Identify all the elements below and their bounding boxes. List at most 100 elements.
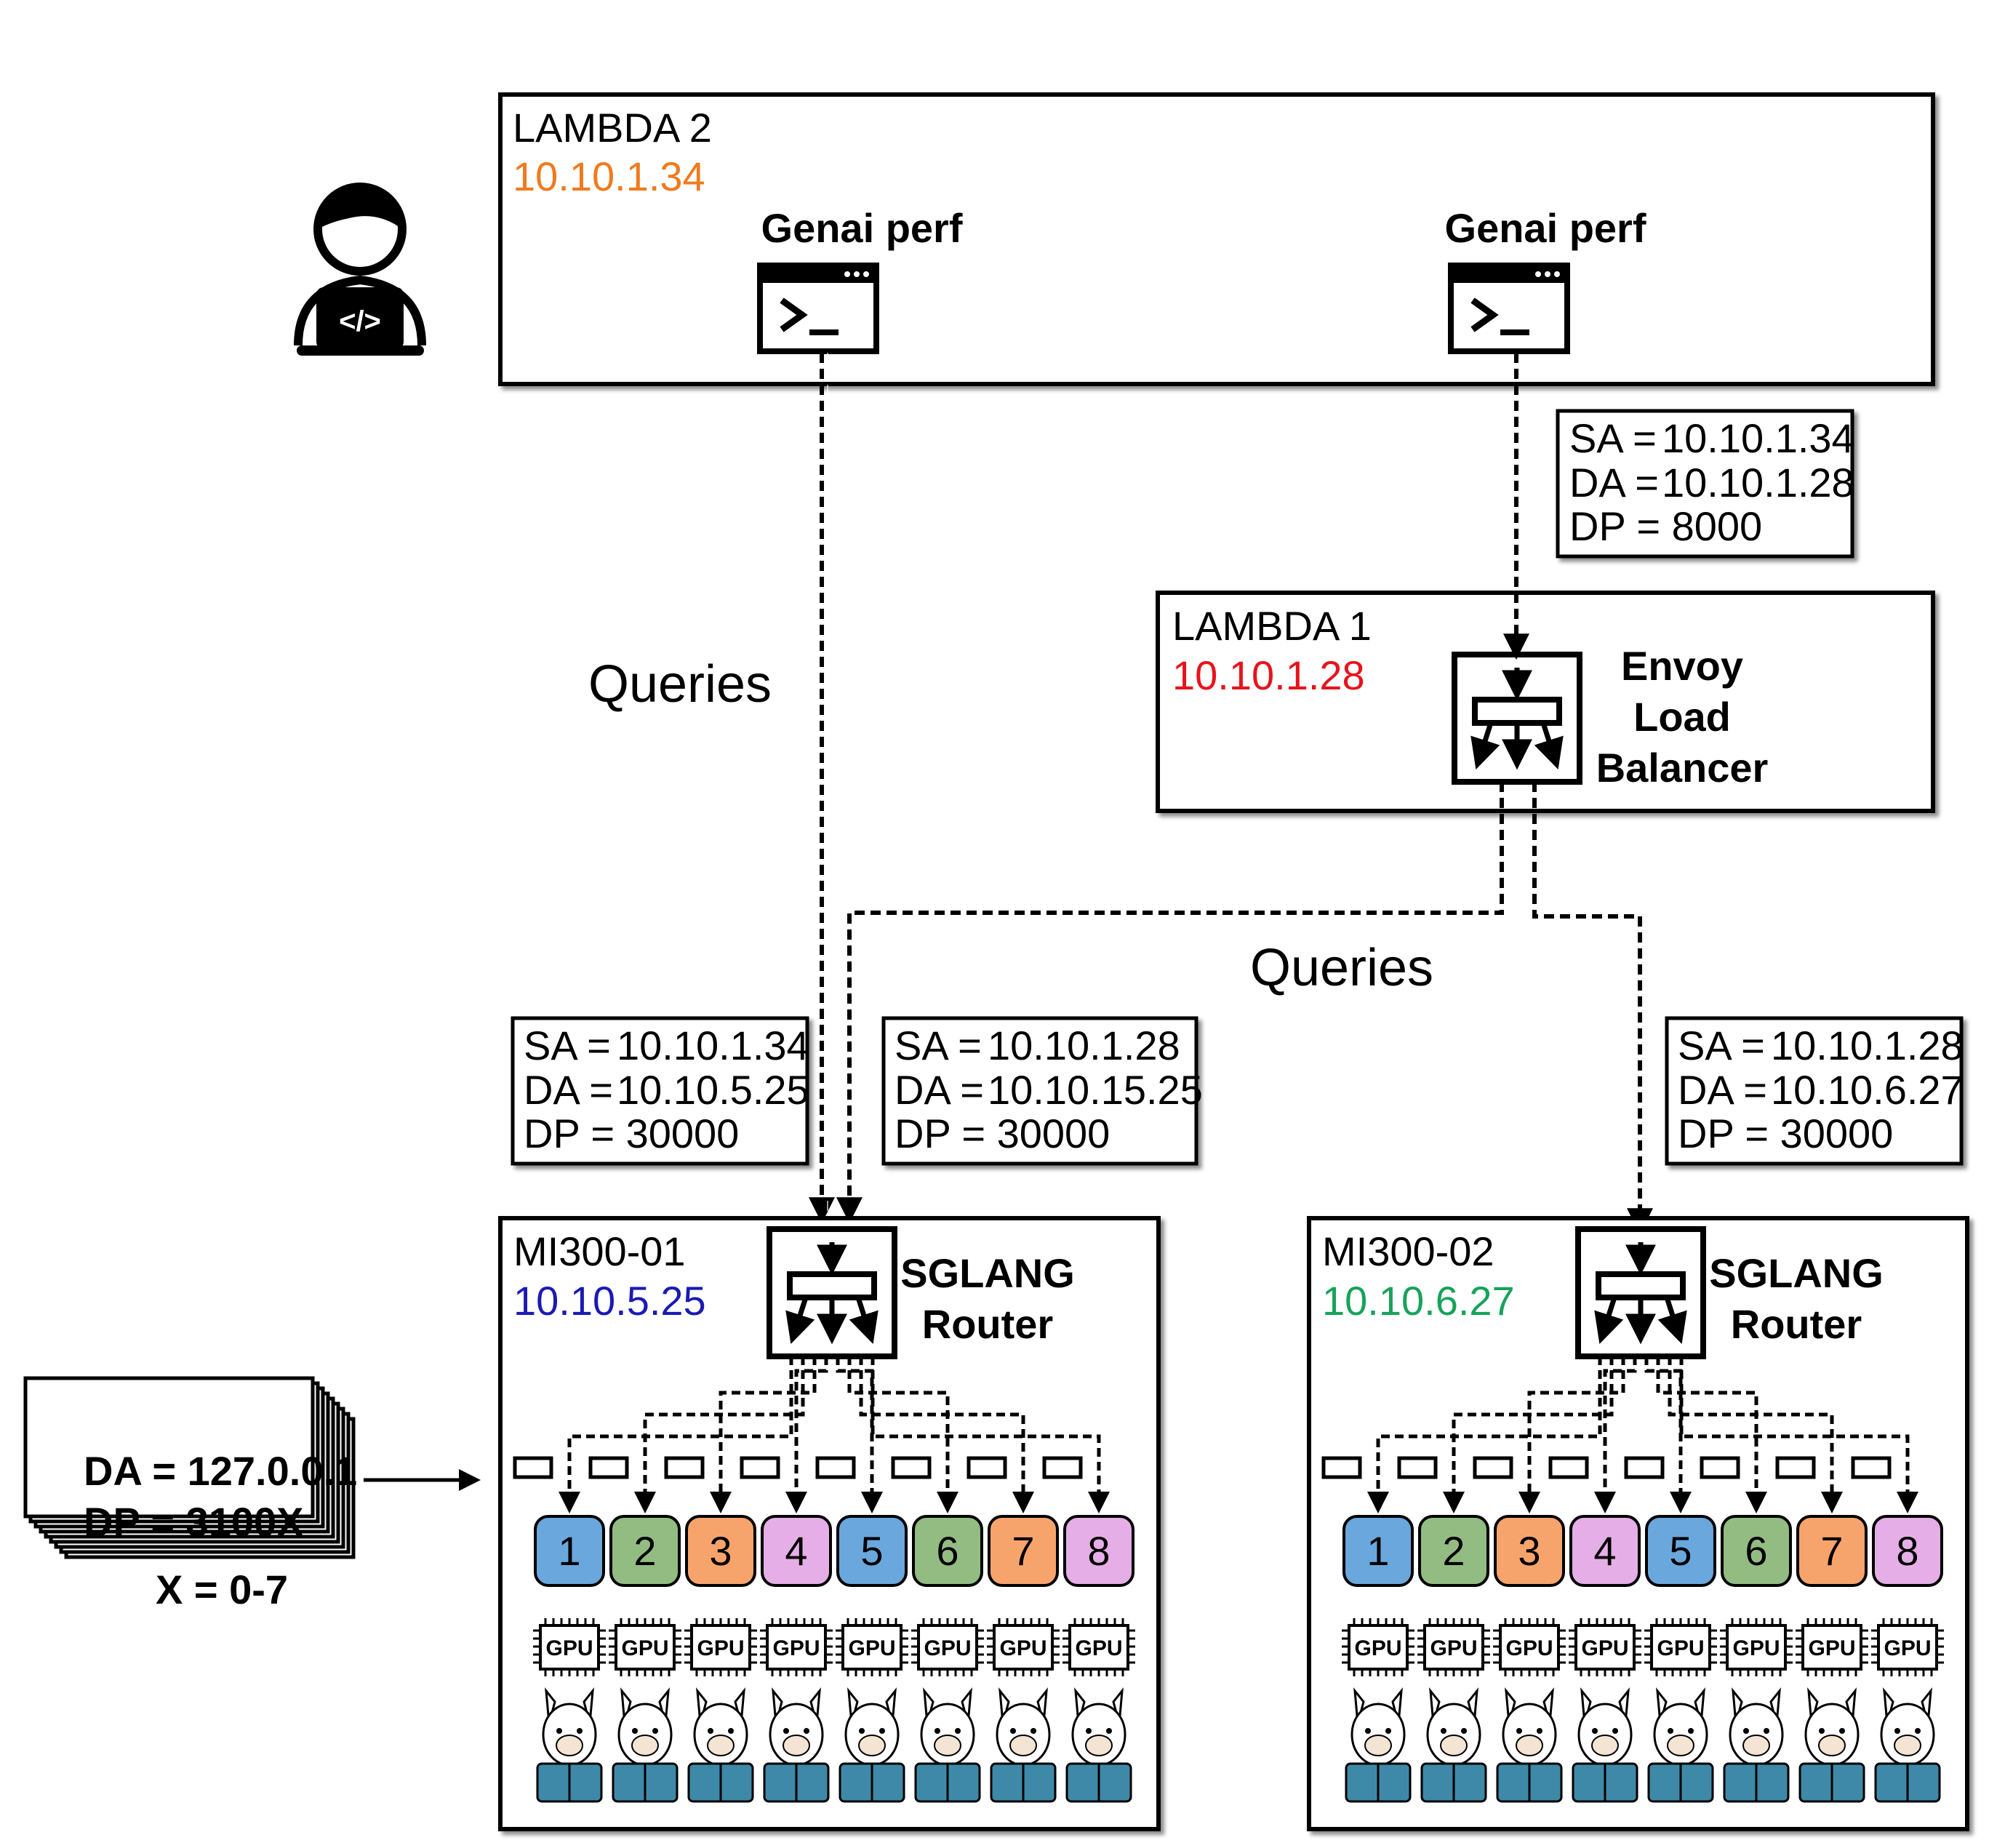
pkt-top-sa: 10.10.1.34 [1662, 415, 1854, 461]
llama-reading-icon [839, 1687, 905, 1803]
pkt-b-da-label: DA = [895, 1067, 984, 1113]
gpu-chip-icon: GPU [1417, 1618, 1490, 1676]
node-title: MI300-02 [1322, 1228, 1494, 1274]
gpu-label: GPU [772, 1636, 820, 1660]
gpu-slot-number: 6 [936, 1528, 959, 1574]
port-box [1624, 1456, 1665, 1479]
gpu-chip-icon: GPU [1342, 1618, 1414, 1676]
llama-reading-icon [612, 1687, 679, 1803]
port-box [1042, 1456, 1083, 1479]
llama-reading-icon [1496, 1687, 1563, 1803]
query-flow-lines [809, 353, 1653, 1235]
route-line [836, 1356, 883, 1513]
localhost-packet-stack [23, 1376, 356, 1559]
lb-label-line1: Envoy [1621, 643, 1743, 689]
gpu-slot [761, 1515, 832, 1587]
gpu-slot-number: 5 [1669, 1528, 1692, 1574]
gpu-chip-icon: GPU [1644, 1618, 1717, 1676]
router-label-line1: SGLANG [1709, 1250, 1884, 1296]
gpu-label: GPU [1732, 1636, 1780, 1660]
gpu-label: GPU [999, 1636, 1046, 1660]
router-icon [767, 1226, 897, 1359]
load-balancer-icon [1452, 652, 1582, 785]
gpu-label: GPU [924, 1636, 971, 1660]
gpu-chip-icon: GPU [836, 1618, 908, 1676]
svg-text:SA =: SA = [1569, 415, 1657, 461]
gpu-chip-icon: GPU [987, 1618, 1060, 1676]
gpu-slot-number: 8 [1087, 1528, 1110, 1574]
route-line [1594, 1356, 1637, 1513]
llama-reading-icon [1798, 1687, 1865, 1803]
llama-reading-icon [763, 1687, 830, 1803]
gpu-slot [1063, 1515, 1134, 1587]
stack-dp: DP = 3100X [84, 1499, 304, 1545]
stack-x-range: X = 0-7 [156, 1567, 288, 1612]
pkt-c-sa: 10.10.1.28 [1771, 1023, 1964, 1068]
gpu-chip-icon: GPU [684, 1618, 757, 1676]
pkt-a-sa: 10.10.1.34 [617, 1023, 809, 1068]
gpu-slot [1418, 1515, 1489, 1587]
gpu-slot [912, 1515, 983, 1587]
gpu-slot [534, 1515, 605, 1587]
route-line [1443, 1356, 1614, 1513]
lambda1-title: LAMBDA 1 [1172, 603, 1372, 649]
gpu-slot [836, 1515, 908, 1587]
llama-reading-icon [1345, 1687, 1412, 1803]
gpu-slot-number: 6 [1745, 1528, 1767, 1574]
gpu-slot [1494, 1515, 1565, 1587]
gpu-slot [1796, 1515, 1868, 1587]
gpu-label: GPU [1505, 1636, 1553, 1660]
gpu-label: GPU [1657, 1636, 1704, 1660]
gpu-slot [988, 1515, 1059, 1587]
gpu-label: GPU [848, 1636, 895, 1660]
packet-header-b: SA = 10.10.1.28 DA = 10.10.15.25 DP = 30… [881, 1016, 1203, 1166]
stack-da: DA = 127.0.0.1 [84, 1448, 357, 1494]
developer-laptop-icon: </> [294, 183, 426, 356]
gpu-label: GPU [1884, 1636, 1931, 1660]
gpu-label: GPU [1075, 1636, 1122, 1660]
genai-perf-left-label: Genai perf [761, 205, 963, 251]
pkt-c-sa-label: SA = [1678, 1023, 1765, 1068]
router-icon [1575, 1226, 1706, 1359]
packet-header-a: SA = 10.10.1.34 DA = 10.10.5.25 DP = 300… [511, 1016, 809, 1166]
pkt-a-da: 10.10.5.25 [617, 1067, 809, 1113]
lb-label-line2: Load [1633, 694, 1731, 740]
gpu-label: GPU [1354, 1636, 1401, 1660]
gpu-slot-number: 3 [709, 1528, 732, 1574]
port-box [1700, 1456, 1740, 1479]
node-ip: 10.10.6.27 [1322, 1278, 1515, 1324]
gpu-slot-number: 1 [558, 1528, 580, 1574]
gpu-slot-number: 1 [1366, 1528, 1389, 1574]
lambda2-box [498, 92, 1935, 386]
pkt-b-sa: 10.10.1.28 [988, 1023, 1180, 1068]
terminal-icon [1448, 263, 1570, 354]
llama-reading-icon [1647, 1687, 1714, 1803]
port-box [1397, 1456, 1438, 1479]
gpu-chip-icon: GPU [1569, 1618, 1641, 1676]
gpu-label: GPU [1808, 1636, 1855, 1660]
gpu-slot [1872, 1515, 1943, 1587]
pkt-b-dp: DP = 30000 [895, 1111, 1110, 1156]
packet-header-top: SA = 10.10.1.34 DA = 10.10.1.28 DP = 800… [1556, 409, 1854, 559]
gpu-chip-icon: GPU [609, 1618, 681, 1676]
llama-reading-icon [990, 1687, 1057, 1803]
mi300-01-node: MI300-0110.10.5.25SGLANGRouter1GPU2GPU3G… [498, 1216, 1161, 1831]
route-line [634, 1356, 805, 1513]
llama-reading-icon [1723, 1687, 1790, 1803]
gpu-label: GPU [697, 1636, 744, 1660]
llama-reading-icon [687, 1687, 754, 1803]
mi300-02-node: MI300-0210.10.6.27SGLANGRouter1GPU2GPU3G… [1307, 1216, 1969, 1831]
pkt-a-da-label: DA = [524, 1067, 613, 1113]
route-line [847, 1356, 959, 1513]
gpu-slot-number: 3 [1518, 1528, 1540, 1574]
gpu-chip-icon: GPU [1062, 1618, 1135, 1676]
gpu-label: GPU [1430, 1636, 1477, 1660]
pkt-c-da-label: DA = [1678, 1067, 1767, 1113]
node-title: MI300-01 [513, 1228, 686, 1274]
route-line [710, 1356, 817, 1513]
pkt-a-sa-label: SA = [524, 1023, 611, 1068]
pkt-c-dp: DP = 30000 [1678, 1111, 1893, 1156]
port-box [1473, 1456, 1513, 1479]
